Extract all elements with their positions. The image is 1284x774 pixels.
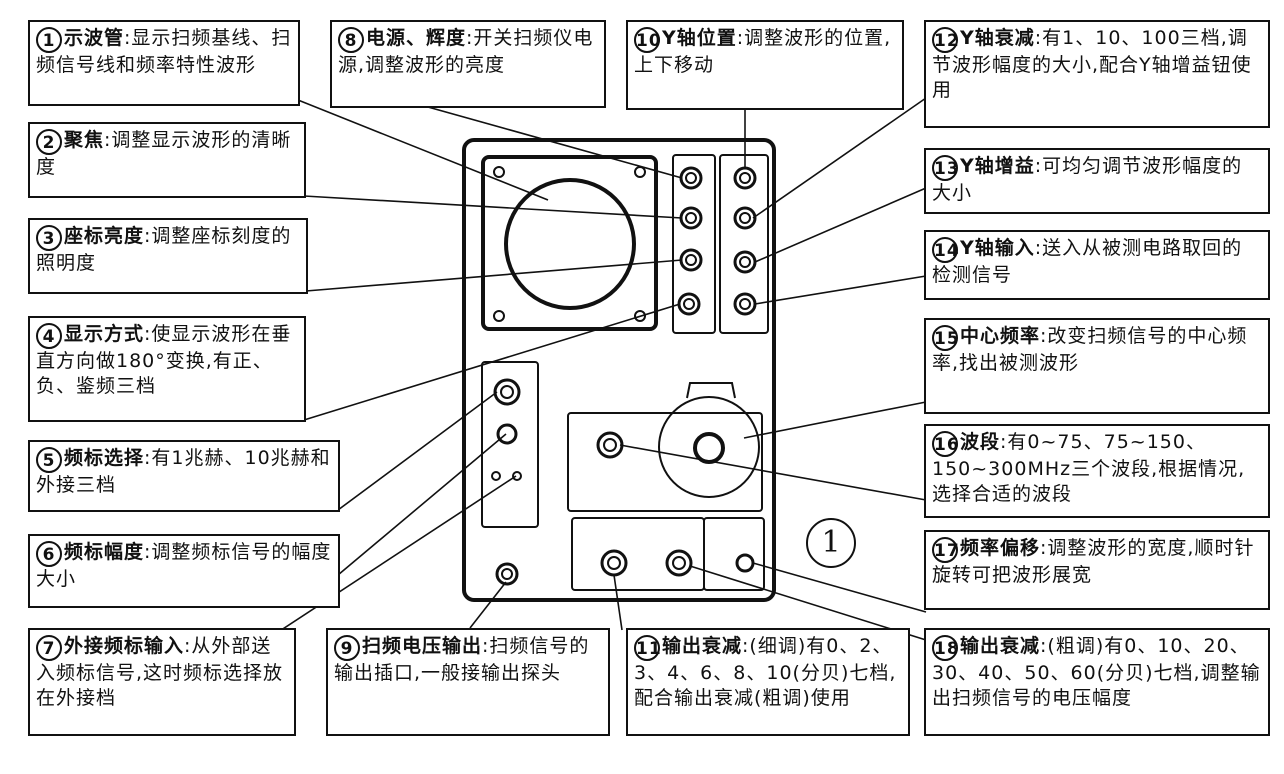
callout-title: Y轴增益 xyxy=(960,155,1035,177)
callout-title: Y轴衰减 xyxy=(960,27,1035,49)
callout-title: 频率偏移 xyxy=(960,537,1041,559)
callout-title: 座标亮度 xyxy=(64,225,145,247)
callout-number: 8 xyxy=(338,27,364,53)
callout-number: 9 xyxy=(334,635,360,661)
callout-title: 频标选择 xyxy=(64,447,145,469)
callout-number: 13 xyxy=(932,155,959,181)
callout-title: Y轴位置 xyxy=(662,27,737,49)
callout-description: :调整座标刻度的照明度 xyxy=(36,225,292,274)
callout-description: :(粗调)有0、10、20、30、40、50、60(分贝)七档,调整输出扫频信号… xyxy=(932,635,1261,709)
callout-description: :调整波形的宽度,顺时针旋转可把波形展宽 xyxy=(932,537,1255,586)
figure-number: 1 xyxy=(806,518,856,568)
callout-description: :有0~75、75~150、150~300MHz三个波段,根据情况,选择合适的波… xyxy=(932,431,1246,505)
callout-number: 10 xyxy=(634,27,661,53)
callout-title: 中心频率 xyxy=(960,325,1041,347)
callout-number: 4 xyxy=(36,323,62,349)
callout-title: 扫频电压输出 xyxy=(362,635,483,657)
callout-description: :(细调)有0、2、3、4、6、8、10(分贝)七档,配合输出衰减(粗调)使用 xyxy=(634,635,897,709)
callout-description: :开关扫频仪电源,调整波形的亮度 xyxy=(338,27,594,76)
callout-10: 10Y轴位置:调整波形的位置,上下移动 xyxy=(626,20,904,110)
callout-11: 11输出衰减:(细调)有0、2、3、4、6、8、10(分贝)七档,配合输出衰减(… xyxy=(626,628,910,736)
screen-bezel xyxy=(481,155,658,331)
callout-title: 频标幅度 xyxy=(64,541,145,563)
callout-description: :从外部送入频标信号,这时频标选择放在外接档 xyxy=(36,635,284,709)
callout-14: 14Y轴输入:送入从被测电路取回的检测信号 xyxy=(924,230,1270,300)
callout-number: 5 xyxy=(36,447,62,473)
callout-description: :有1兆赫、10兆赫和外接三档 xyxy=(36,447,331,496)
callout-17: 17频率偏移:调整波形的宽度,顺时针旋转可把波形展宽 xyxy=(924,530,1270,610)
callout-description: :显示扫频基线、扫频信号线和频率特性波形 xyxy=(36,27,292,76)
callout-description: :调整显示波形的清晰度 xyxy=(36,129,292,178)
callout-15: 15中心频率:改变扫频信号的中心频率,找出被测波形 xyxy=(924,318,1270,414)
callout-number: 14 xyxy=(932,237,959,263)
callout-12: 12Y轴衰减:有1、10、100三档,调节波形幅度的大小,配合Y轴增益钮使用 xyxy=(924,20,1270,128)
callout-number: 1 xyxy=(36,27,62,53)
callout-description: :改变扫频信号的中心频率,找出被测波形 xyxy=(932,325,1248,374)
callout-number: 3 xyxy=(36,225,62,251)
callout-number: 16 xyxy=(932,431,959,457)
callout-description: :可均匀调节波形幅度的大小 xyxy=(932,155,1243,204)
leader-lines xyxy=(265,94,927,641)
callout-number: 6 xyxy=(36,541,62,567)
callout-title: 电源、辉度 xyxy=(366,27,467,49)
callout-description: :使显示波形在垂直方向做180°变换,有正、负、鉴频三档 xyxy=(36,323,292,397)
callout-title: 示波管 xyxy=(64,27,125,49)
callout-title: 聚焦 xyxy=(64,129,105,151)
center-frequency-dial xyxy=(658,396,760,498)
callout-description: :扫频信号的输出插口,一般接输出探头 xyxy=(334,635,590,684)
callout-number: 17 xyxy=(932,537,959,563)
callout-description: :调整波形的位置,上下移动 xyxy=(634,27,892,76)
instrument-body xyxy=(462,138,776,602)
callout-number: 2 xyxy=(36,129,62,155)
callout-description: :送入从被测电路取回的检测信号 xyxy=(932,237,1243,286)
callout-number: 11 xyxy=(634,635,661,661)
callout-number: 18 xyxy=(932,635,959,661)
callout-title: 输出衰减 xyxy=(662,635,743,657)
callout-title: Y轴输入 xyxy=(960,237,1035,259)
callout-description: :调整频标信号的幅度大小 xyxy=(36,541,332,590)
callout-16: 16波段:有0~75、75~150、150~300MHz三个波段,根据情况,选择… xyxy=(924,424,1270,518)
callout-13: 13Y轴增益:可均匀调节波形幅度的大小 xyxy=(924,148,1270,214)
callout-number: 12 xyxy=(932,27,959,53)
callout-18: 18输出衰减:(粗调)有0、10、20、30、40、50、60(分贝)七档,调整… xyxy=(924,628,1270,736)
callout-number: 7 xyxy=(36,635,62,661)
callout-title: 输出衰减 xyxy=(960,635,1041,657)
callout-title: 外接频标输入 xyxy=(64,635,185,657)
callout-description: :有1、10、100三档,调节波形幅度的大小,配合Y轴增益钮使用 xyxy=(932,27,1252,101)
callout-number: 15 xyxy=(932,325,959,351)
crt-screen xyxy=(504,178,636,310)
callout-title: 波段 xyxy=(960,431,1001,453)
callout-title: 显示方式 xyxy=(64,323,145,345)
